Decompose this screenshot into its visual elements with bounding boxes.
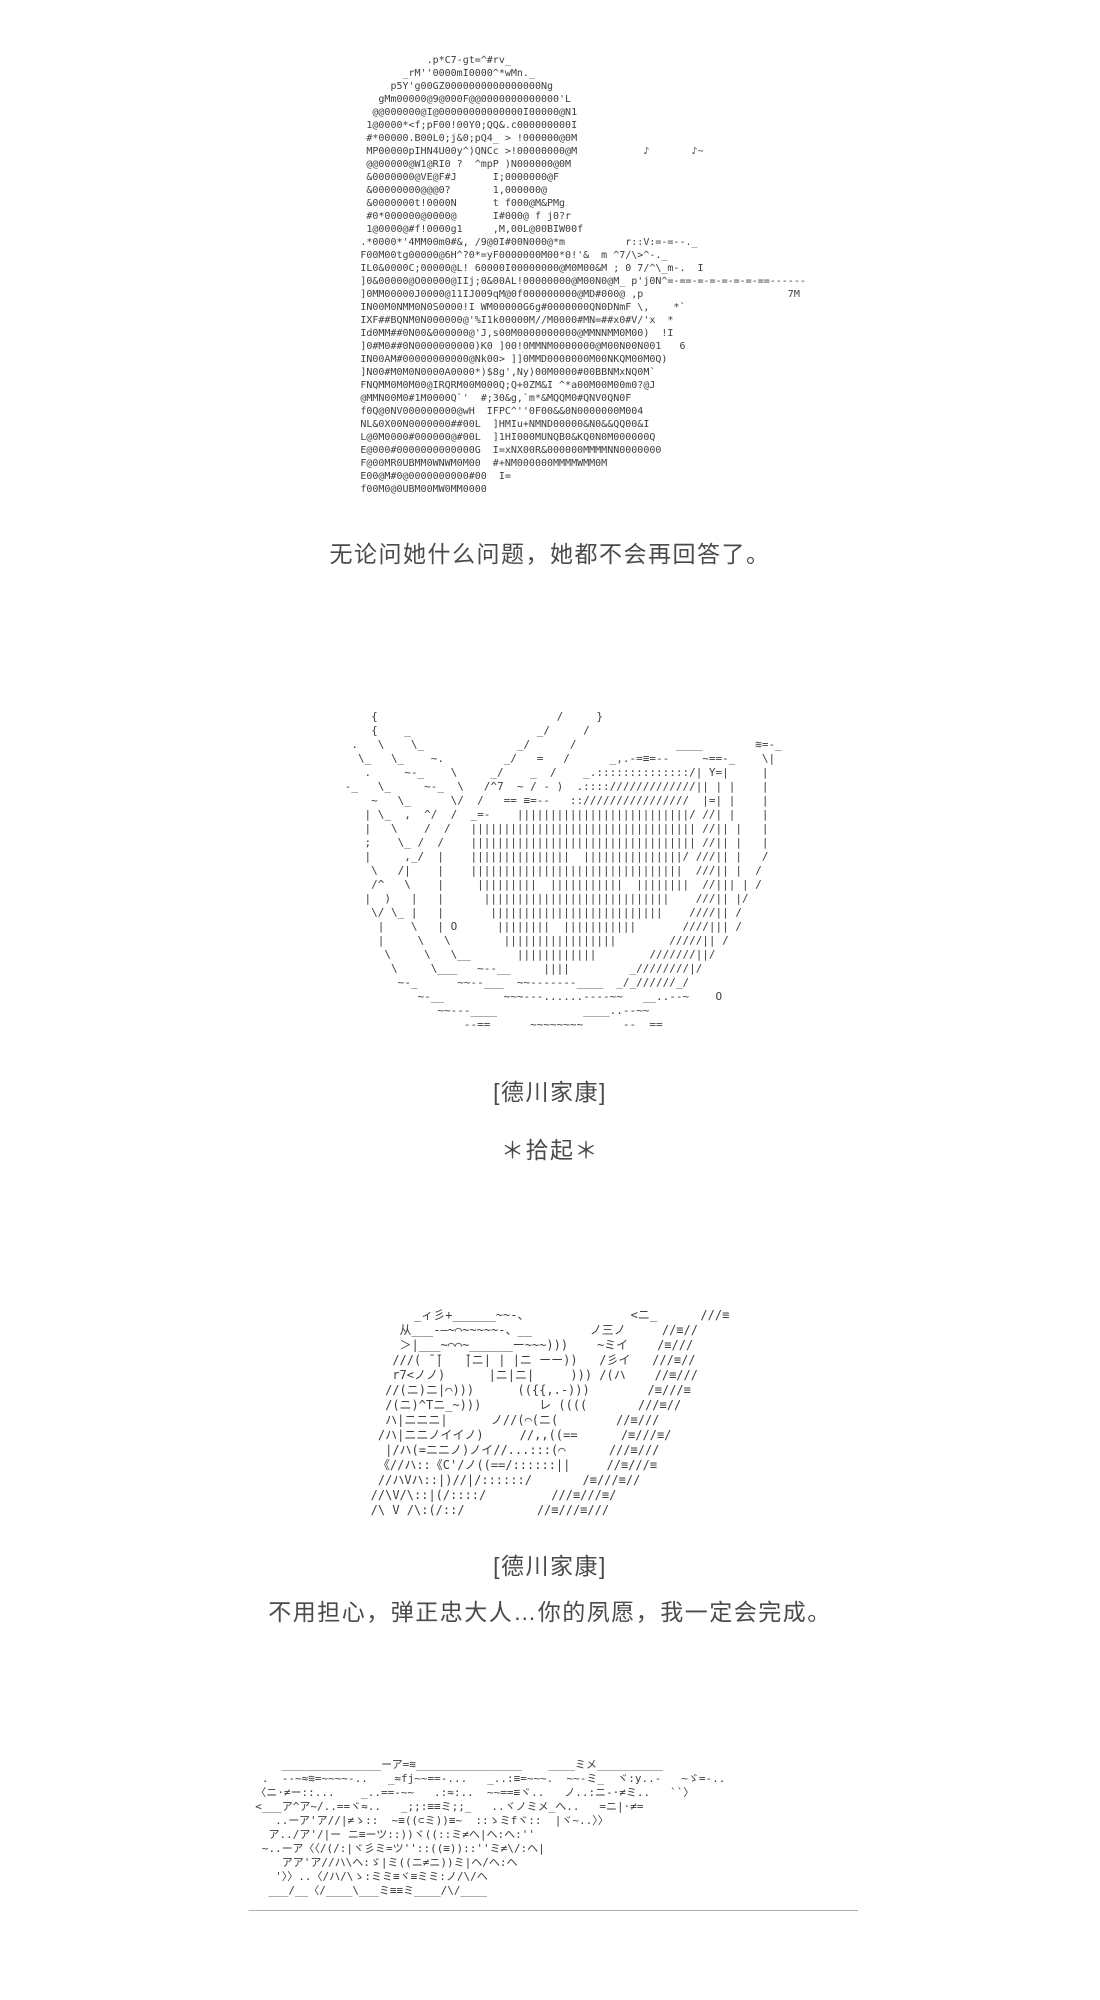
ascii-art-picked-item: { / } { _ _/ / . \ \_ _/ / ____ ≋=-_ \_ … [344, 710, 782, 1031]
speaker-name-tag: [德川家康] [493, 1553, 607, 1579]
speaker-name-tag: [德川家康] [493, 1079, 607, 1105]
dialogue-text: 不用担心，弹正忠大人…你的夙愿，我一定会完成。 [268, 1599, 832, 1625]
ascii-art-ieyasu: _ィ彡+______~~-、 <ニ_ ///≡ 从___-―~⌒~~~~~-、_… [370, 1308, 730, 1517]
ascii-art-bottom-scene: _______________ーア=≋________________ ____… [248, 1758, 858, 1911]
ascii-art-girl: .p*C7-gt=^#rv_ _rM''0000mI0000^*wMn._ p5… [360, 55, 806, 495]
action-text: ＊拾起＊ [501, 1137, 599, 1163]
narration-text: 无论问她什么问题，她都不会再回答了。 [329, 541, 771, 567]
